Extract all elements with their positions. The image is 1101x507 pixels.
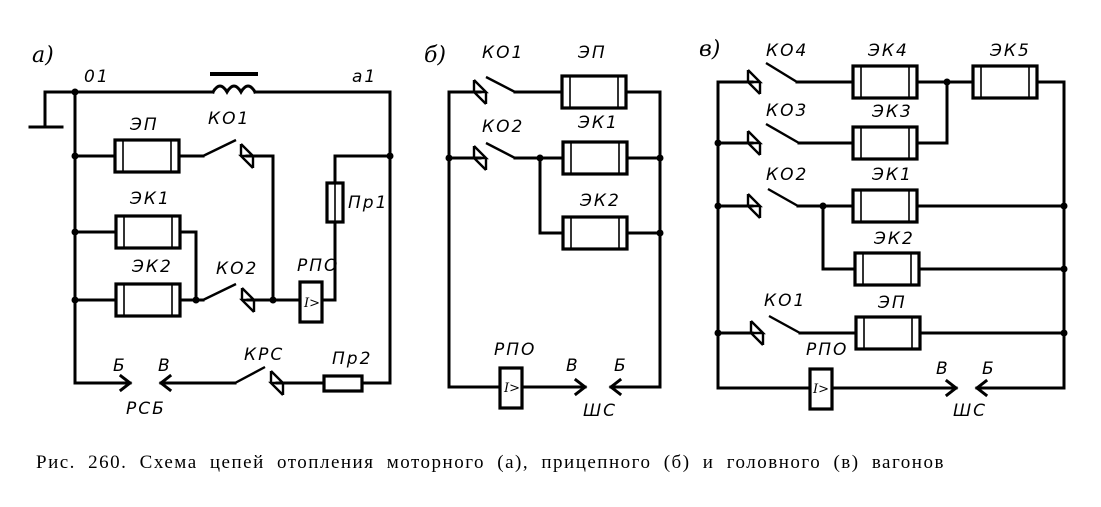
relay-rpo-b-symbol: I>	[503, 381, 520, 396]
fuse-pr2	[322, 374, 364, 393]
heater-ek1-a	[114, 214, 182, 250]
panel-c-label: в)	[699, 37, 720, 62]
contactor-ko1-c	[768, 314, 801, 335]
arc-chute-icon	[746, 68, 762, 96]
arrow-b-a	[118, 373, 133, 393]
node-a1-label: а1	[352, 67, 377, 87]
contactor-krs-label: КРС	[244, 345, 284, 365]
contactor-ko1-a	[202, 138, 237, 158]
heater-ep-b	[560, 74, 628, 110]
socket-v-b-label: В	[566, 356, 580, 376]
heater-ek1-b-label: ЭК1	[577, 113, 619, 133]
arc-chute-icon	[749, 319, 765, 347]
fuse-pr1-label: Пр1	[348, 193, 388, 213]
fuse-pr2-label: Пр2	[332, 349, 372, 369]
contactor-ko3	[765, 122, 800, 145]
relay-rpo-c-symbol: I>	[812, 382, 829, 397]
heater-ek5-label: ЭК5	[989, 41, 1031, 61]
heater-ek2-b	[561, 215, 629, 251]
panel-b: б) КО1 ЭП КО2 ЭК1 ЭК2 I> РПО	[424, 43, 664, 421]
figure-caption: Рис. 260. Схема цепей отопления моторног…	[36, 452, 945, 473]
panel-a-label: а)	[32, 43, 54, 68]
heater-ek5	[971, 64, 1039, 100]
heater-ek4	[851, 64, 919, 100]
socket-v-label: В	[158, 356, 172, 376]
heater-ek2-a	[114, 282, 182, 318]
contactor-ko2-a	[202, 282, 237, 302]
socket-rsb-label: РСБ	[126, 399, 166, 419]
heater-ep-b-label: ЭП	[577, 43, 607, 63]
relay-rpo-a-label: РПО	[297, 256, 339, 276]
contactor-ko2-b	[485, 141, 516, 160]
contactor-ko1-c-label: КО1	[764, 291, 806, 311]
contactor-ko1-a-label: КО1	[208, 109, 250, 129]
heater-ek1-b	[561, 140, 629, 176]
heater-ek2-a-label: ЭК2	[131, 257, 173, 277]
heater-ek4-label: ЭК4	[867, 41, 909, 61]
panel-b-label: б)	[424, 43, 446, 68]
relay-rpo-b-label: РПО	[494, 340, 536, 360]
panel-a: а) 01 а1 ЭП КО1	[28, 43, 394, 419]
panel-c: в) КО4 ЭК4 ЭК5 КО3 ЭК3 КО2	[699, 37, 1068, 421]
top-wire	[73, 72, 392, 95]
node-01-label: 01	[84, 67, 110, 87]
arrow-v-b	[573, 377, 588, 397]
contactor-ko2-b-label: КО2	[482, 117, 524, 137]
arc-chute-icon	[472, 78, 488, 106]
arrow-v-c	[944, 378, 959, 398]
socket-shs-c-label: ШС	[953, 401, 987, 421]
ground-icon	[28, 90, 77, 129]
heater-ep-c	[854, 315, 922, 351]
contactor-ko4-label: КО4	[766, 41, 808, 61]
heater-ek3-label: ЭК3	[871, 102, 913, 122]
heater-ek1-c	[851, 188, 919, 224]
heater-ek1-c-label: ЭК1	[871, 165, 913, 185]
heater-ek1-a-label: ЭК1	[129, 189, 171, 209]
contactor-krs	[234, 365, 266, 385]
arc-chute-icon	[746, 129, 762, 157]
contactor-ko1-b-label: КО1	[482, 43, 524, 63]
relay-rpo-a-symbol: I>	[303, 296, 320, 311]
socket-b-label: Б	[113, 356, 127, 376]
arc-chute-icon	[746, 192, 762, 220]
relay-rpo-c-label: РПО	[806, 340, 848, 360]
contactor-ko2-c	[767, 187, 799, 208]
contactor-ko2-a-label: КО2	[216, 259, 258, 279]
heater-ek2-c-label: ЭК2	[873, 229, 915, 249]
socket-v-c-label: В	[936, 359, 950, 379]
socket-b-b-label: Б	[614, 356, 628, 376]
heater-ep-c-label: ЭП	[877, 293, 907, 313]
relay-rpo-a	[298, 280, 324, 324]
socket-shs-b-label: ШС	[583, 401, 617, 421]
socket-b-c-label: Б	[982, 359, 996, 379]
contactor-ko3-label: КО3	[766, 101, 808, 121]
contactor-ko2-c-label: КО2	[766, 165, 808, 185]
heater-ek3	[851, 125, 919, 161]
heater-ep-a	[113, 138, 181, 174]
contactor-ko4	[765, 61, 798, 84]
heater-ek2-c	[853, 251, 921, 287]
arc-chute-icon	[472, 144, 488, 172]
heater-ep-a-label: ЭП	[129, 115, 159, 135]
contactor-ko1-b	[485, 75, 516, 94]
heater-ek2-b-label: ЭК2	[579, 191, 621, 211]
